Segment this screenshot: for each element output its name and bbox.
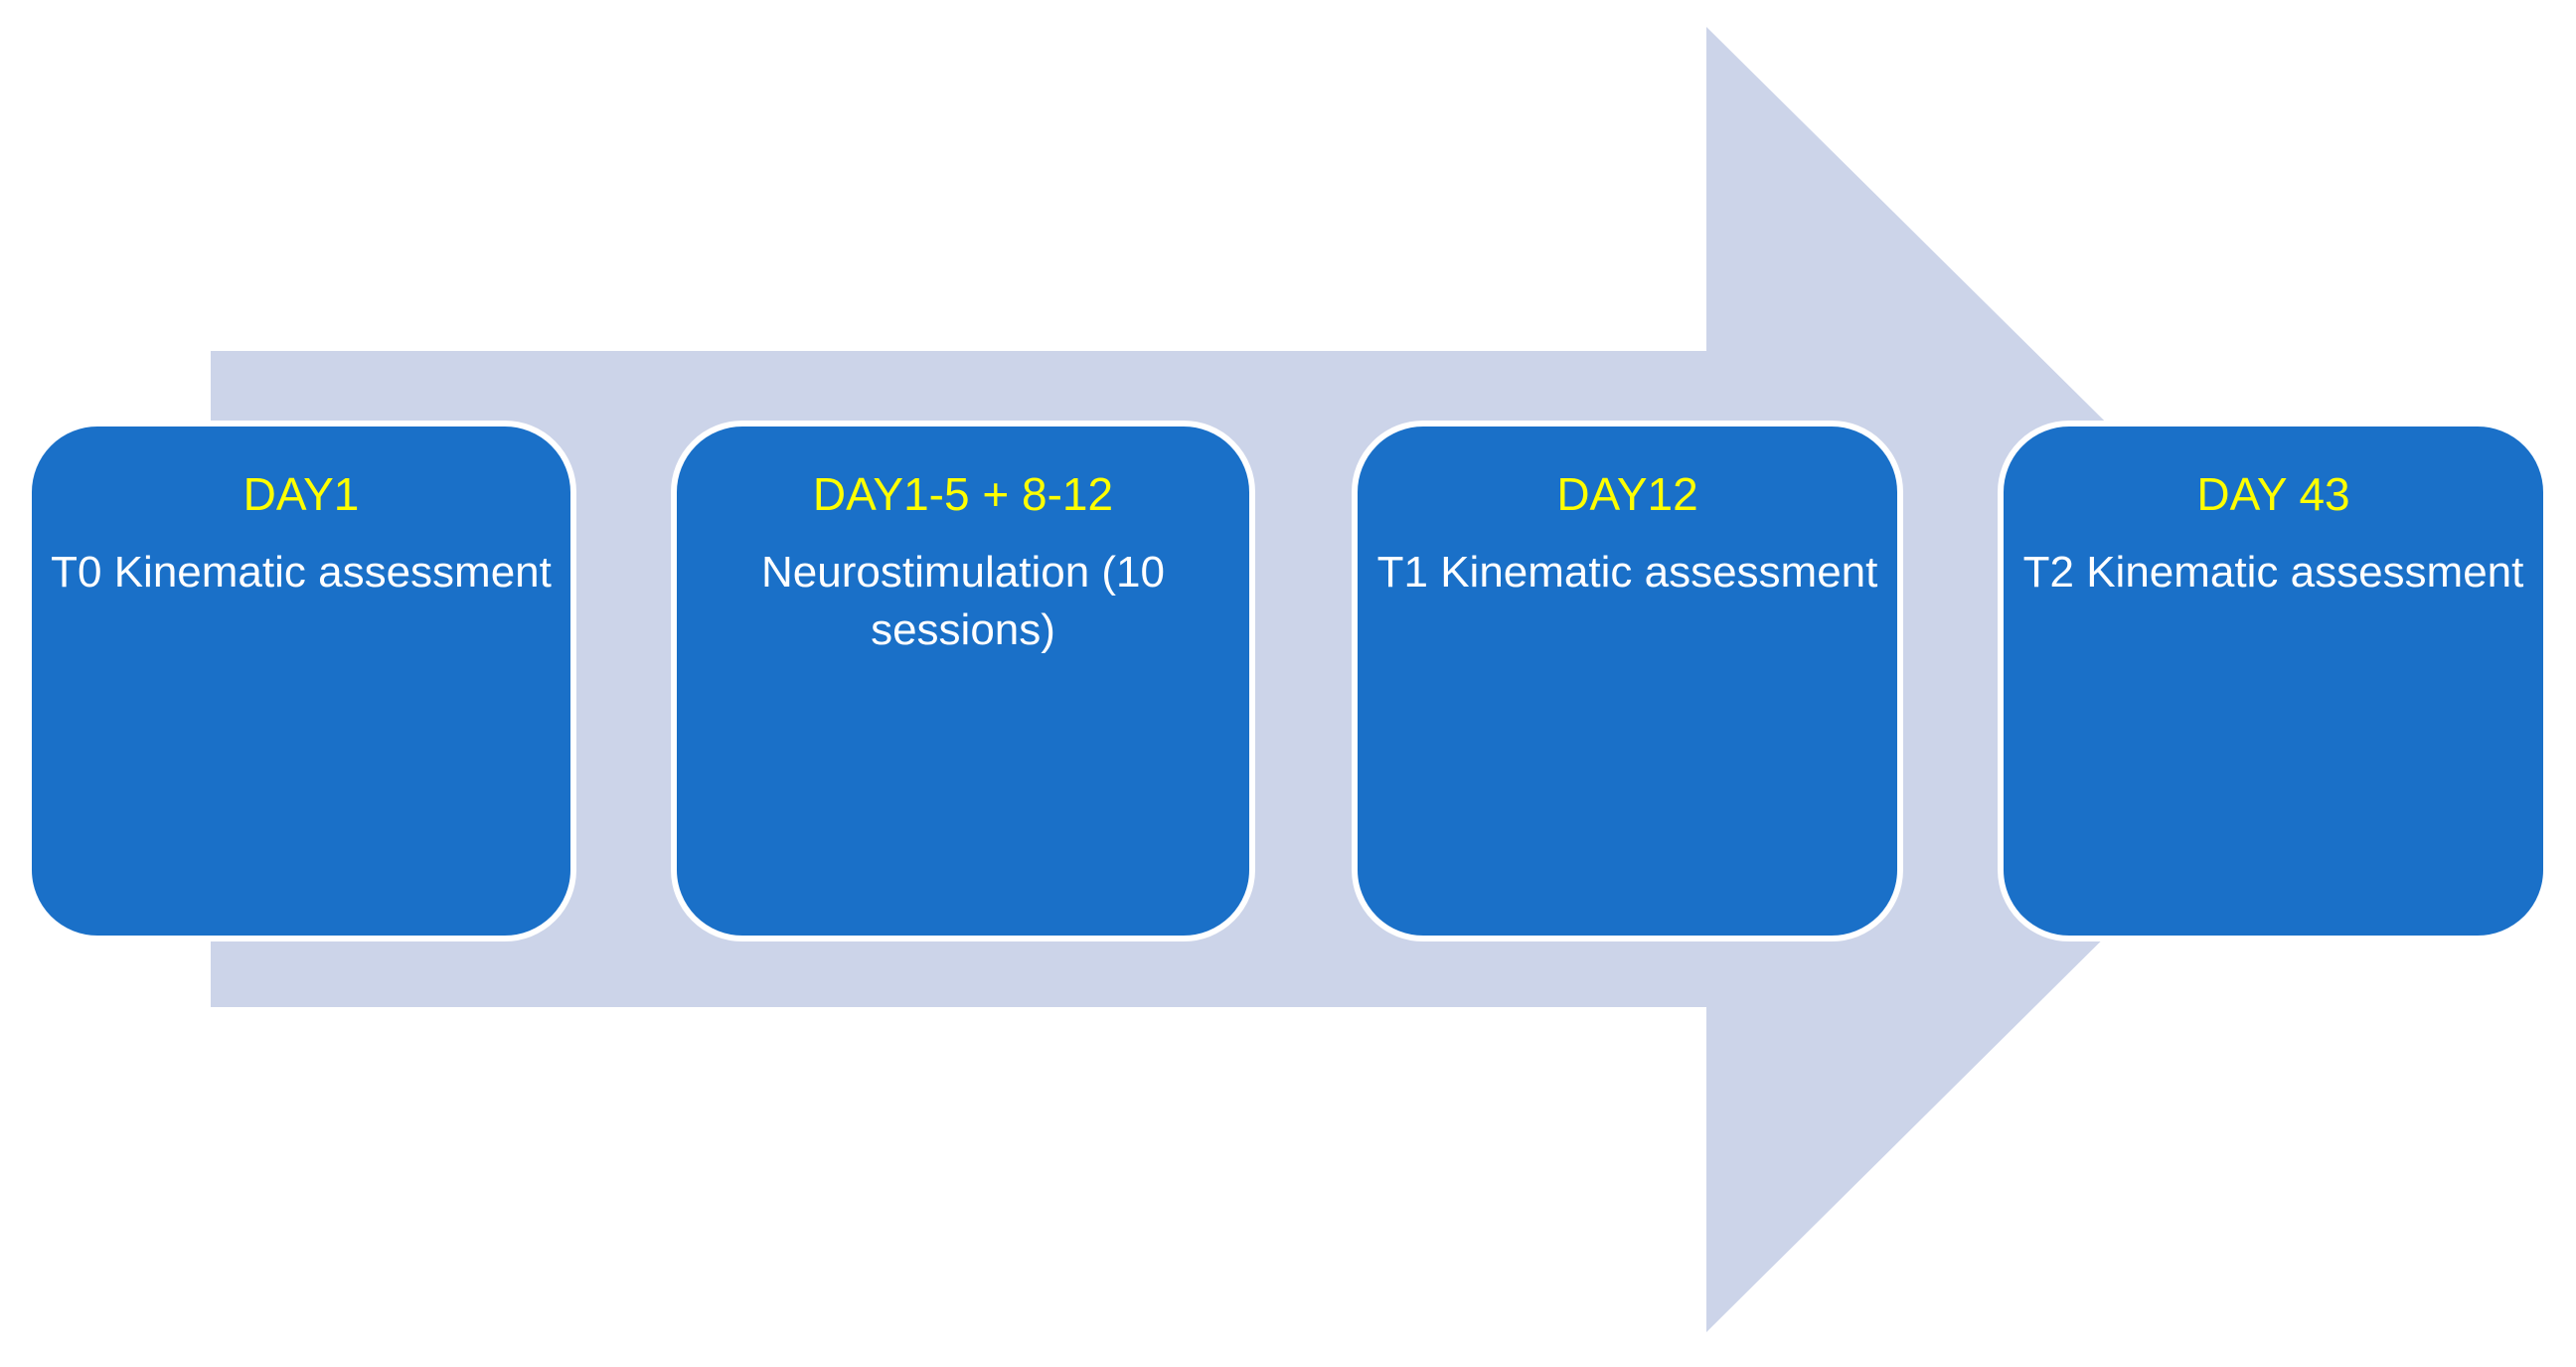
stage-day-label: DAY1-5 + 8-12: [812, 468, 1114, 520]
stage-description: T0 Kinematic assessment: [51, 548, 552, 598]
stage-description: T2 Kinematic assessment: [2022, 548, 2524, 598]
stage-box-2[interactable]: DAY1-5 + 8-12 Neurostimulation (10 sessi…: [671, 421, 1255, 941]
stage-day-label: DAY1: [242, 468, 360, 520]
stage-description: Neurostimulation (10 sessions): [761, 548, 1165, 655]
stage-day-label: DAY 43: [2196, 468, 2350, 520]
stage-day-label: DAY12: [1556, 468, 1698, 520]
stage-description: T1 Kinematic assessment: [1376, 548, 1878, 598]
stage-box-1[interactable]: DAY1 T0 Kinematic assessment: [26, 421, 576, 941]
stage-box-4[interactable]: DAY 43 T2 Kinematic assessment: [1998, 421, 2549, 941]
stage-box-3[interactable]: DAY12 T1 Kinematic assessment: [1352, 421, 1903, 941]
arrow-shape: [211, 27, 2365, 1332]
